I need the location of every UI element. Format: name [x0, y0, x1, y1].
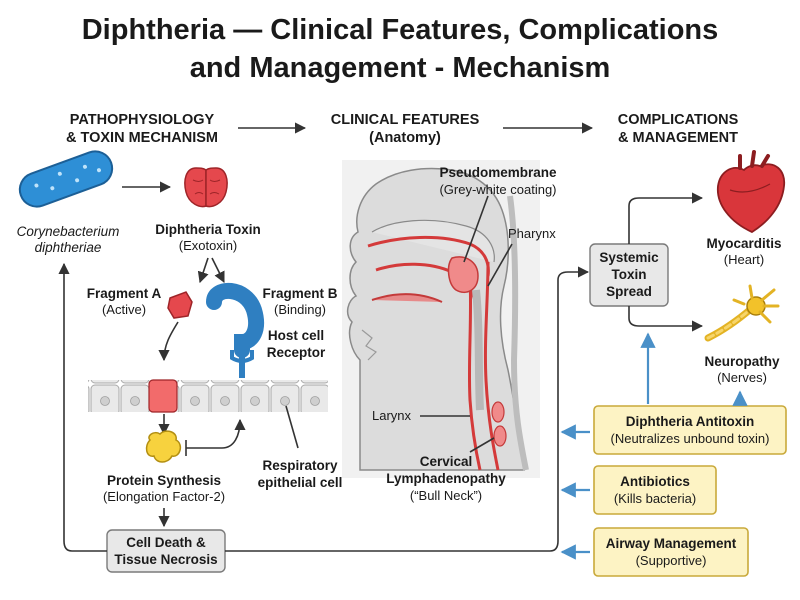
toxin-name: Diphtheria Toxin — [155, 222, 261, 237]
loop-arrow-to-bacterium — [58, 262, 107, 552]
pseudomembrane-name: Pseudomembrane — [439, 165, 557, 180]
heart-icon — [717, 150, 786, 234]
fragment-a-icon — [167, 291, 193, 319]
pointer-lymph — [469, 437, 495, 453]
neuropathy-sub: (Nerves) — [717, 370, 767, 385]
antibiotics-sub: (Kills bacteria) — [614, 491, 696, 506]
inhibition-line — [186, 418, 246, 449]
fragment-b-name: Fragment B — [262, 286, 337, 301]
pointer-epithelial-cell — [285, 405, 299, 449]
fragment-b-icon — [206, 282, 265, 358]
header-complications-line-2: & MANAGEMENT — [618, 130, 738, 146]
infected-cell — [148, 379, 178, 413]
spread-line-3: Spread — [606, 284, 652, 299]
pharynx-label: Pharynx — [508, 226, 556, 241]
epithelial-label-line-2: epithelial cell — [258, 475, 343, 490]
host-receptor-cup — [230, 350, 254, 363]
epithelial-label-line-1: Respiratory — [262, 458, 338, 473]
header-pathophysiology-line-2: & TOXIN MECHANISM — [66, 130, 218, 146]
protein-synthesis-sub: (Elongation Factor-2) — [103, 489, 225, 504]
pseudomembrane-sub: (Grey-white coating) — [439, 182, 556, 197]
arrow-toxin-to-fragment-b — [211, 257, 225, 284]
pointer-pharynx — [487, 243, 513, 287]
lymph-label-line-2: Lymphadenopathy — [386, 471, 506, 486]
fragment-a-sub: (Active) — [102, 302, 146, 317]
antitoxin-name: Diphtheria Antitoxin — [626, 414, 755, 429]
header-pathophysiology-line-1: PATHOPHYSIOLOGY — [70, 112, 215, 128]
ef2-icon — [145, 430, 182, 463]
anatomy-illustration — [342, 160, 540, 478]
neuropathy-name: Neuropathy — [704, 354, 780, 369]
antitoxin-sub: (Neutralizes unbound toxin) — [611, 431, 770, 446]
cell-death-line-1: Cell Death & — [126, 535, 206, 550]
lymph-label-line-1: Cervical — [420, 454, 473, 469]
protein-synthesis-name: Protein Synthesis — [107, 473, 221, 488]
spread-line-2: Toxin — [612, 267, 647, 282]
epithelial-cell-layer — [88, 380, 328, 412]
arrow-spread-to-myocarditis — [628, 192, 704, 244]
myocarditis-name: Myocarditis — [706, 236, 781, 251]
receptor-label-line-2: Receptor — [267, 345, 326, 360]
management-box-antitoxin — [593, 405, 787, 455]
management-box-airway — [593, 527, 749, 577]
management-box-antibiotics — [593, 465, 717, 515]
header-clinical-line-2: (Anatomy) — [369, 130, 441, 146]
toxin-icon — [184, 167, 228, 208]
airway-name: Airway Management — [606, 536, 737, 551]
spread-line-1: Systemic — [599, 250, 659, 265]
pointer-pseudomembrane — [463, 195, 489, 263]
airway-sub: (Supportive) — [636, 553, 707, 568]
bacterium-icon — [18, 150, 114, 208]
header-complications-line-1: COMPLICATIONS — [618, 112, 739, 128]
title-line-1: Diphtheria — Clinical Features, Complica… — [82, 14, 719, 46]
antibiotics-name: Antibiotics — [620, 474, 690, 489]
arrow-toxin-to-fragment-a — [197, 257, 209, 284]
arrow-fragment-a-to-cell — [158, 321, 179, 362]
arrow-death-to-spread — [225, 266, 590, 552]
larynx-label: Larynx — [372, 408, 412, 423]
toxin-sub: (Exotoxin) — [179, 238, 238, 253]
receptor-label-line-1: Host cell — [268, 328, 324, 343]
title-line-2: and Management - Mechanism — [190, 52, 611, 84]
fragment-b-sub: (Binding) — [274, 302, 326, 317]
lymph-label-line-3: (“Bull Neck”) — [410, 488, 482, 503]
header-clinical-line-1: CLINICAL FEATURES — [331, 112, 480, 128]
myocarditis-sub: (Heart) — [724, 252, 764, 267]
bacterium-name-line-1: Corynebacterium — [17, 224, 120, 239]
neuron-icon — [704, 284, 780, 342]
fragment-a-name: Fragment A — [87, 286, 162, 301]
bacterium-name-line-2: diphtheriae — [35, 240, 102, 255]
cell-death-line-2: Tissue Necrosis — [114, 552, 217, 567]
arrow-spread-to-neuropathy — [628, 306, 704, 332]
